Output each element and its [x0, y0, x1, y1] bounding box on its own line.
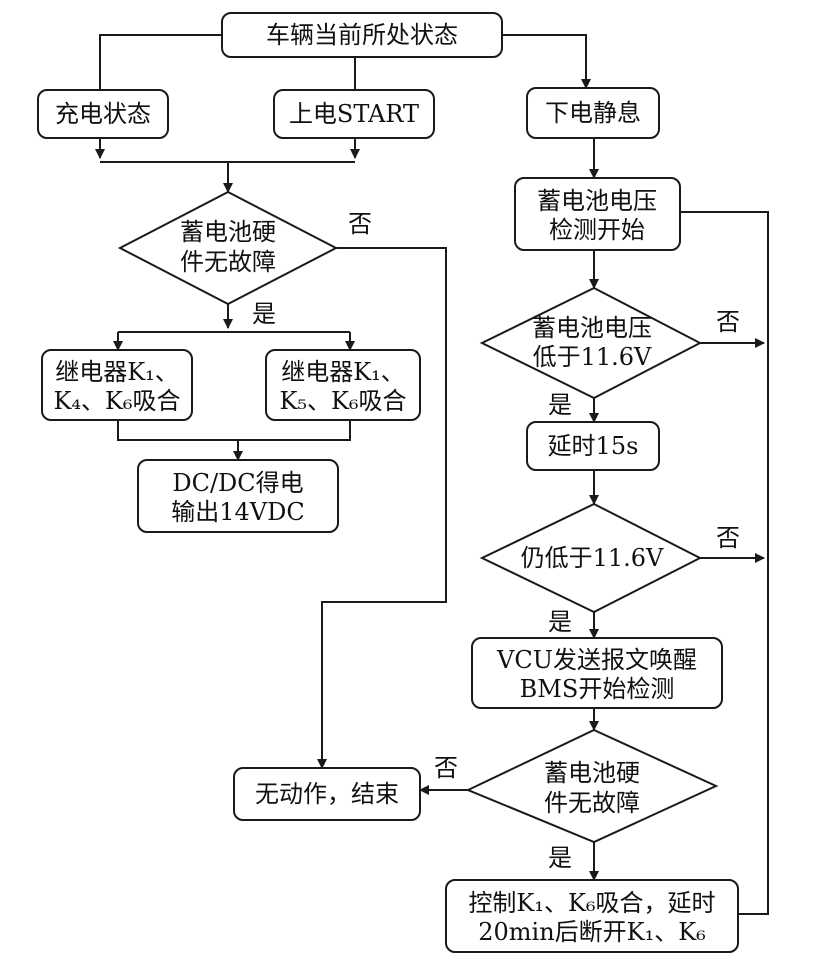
node-power-on: 上电START: [273, 89, 435, 139]
node-delay: 延时15s: [526, 421, 660, 471]
svg-text:K₄、K₆吸合: K₄、K₆吸合: [53, 387, 180, 415]
svg-text:检测开始: 检测开始: [549, 216, 645, 244]
node-relay-k1k4k6: 继电器K₁、 K₄、K₆吸合: [41, 349, 193, 421]
svg-text:件无故障: 件无故障: [180, 248, 276, 276]
node-hw-check-right: 蓄电池硬 件无故障: [465, 728, 719, 844]
svg-text:控制K₁、K₆吸合，延时: 控制K₁、K₆吸合，延时: [468, 889, 715, 917]
svg-text:蓄电池电压: 蓄电池电压: [537, 187, 657, 215]
svg-text:充电状态: 充电状态: [55, 100, 151, 128]
node-still-low: 仍低于11.6V: [479, 502, 703, 614]
node-voltage-low: 蓄电池电压 低于11.6V: [479, 286, 703, 400]
svg-text:低于11.6V: 低于11.6V: [533, 343, 652, 371]
label-no-left: 否: [348, 210, 372, 238]
svg-text:件无故障: 件无故障: [544, 789, 640, 817]
svg-text:仍低于11.6V: 仍低于11.6V: [521, 544, 664, 572]
svg-text:输出14VDC: 输出14VDC: [171, 498, 304, 526]
label-yes-left: 是: [252, 300, 276, 328]
svg-text:继电器K₁、: 继电器K₁、: [281, 358, 405, 386]
node-dcdc-output: DC/DC得电 输出14VDC: [137, 459, 339, 533]
node-control: 控制K₁、K₆吸合，延时 20min后断开K₁、K₆: [445, 879, 739, 953]
svg-text:上电START: 上电START: [289, 100, 419, 128]
svg-text:BMS开始检测: BMS开始检测: [520, 675, 675, 703]
node-power-off: 下电静息: [526, 87, 660, 139]
node-charging: 充电状态: [37, 89, 169, 139]
node-start: 车辆当前所处状态: [221, 12, 503, 58]
node-no-action: 无动作，结束: [233, 767, 421, 821]
svg-text:VCU发送报文唤醒: VCU发送报文唤醒: [496, 646, 697, 674]
svg-text:继电器K₁、: 继电器K₁、: [55, 358, 179, 386]
label-yes-voltage: 是: [548, 391, 572, 419]
node-vcu-wake: VCU发送报文唤醒 BMS开始检测: [471, 637, 723, 709]
label-no-hw-right: 否: [434, 754, 458, 782]
svg-text:下电静息: 下电静息: [545, 99, 641, 127]
label-no-still-low: 否: [716, 524, 740, 552]
svg-text:无动作，结束: 无动作，结束: [255, 780, 399, 808]
label-yes-hw-right: 是: [548, 844, 572, 872]
svg-text:20min后断开K₁、K₆: 20min后断开K₁、K₆: [478, 918, 706, 946]
node-hw-check-left: 蓄电池硬 件无故障: [117, 190, 339, 306]
node-relay-k1k5k6: 继电器K₁、 K₅、K₆吸合: [265, 349, 421, 421]
connectors: [95, 34, 769, 915]
svg-text:K₅、K₆吸合: K₅、K₆吸合: [279, 387, 406, 415]
svg-text:延时15s: 延时15s: [548, 432, 639, 460]
label-no-voltage: 否: [716, 308, 740, 336]
svg-text:蓄电池硬: 蓄电池硬: [180, 218, 276, 246]
label-yes-still-low: 是: [548, 608, 572, 636]
svg-text:蓄电池电压: 蓄电池电压: [532, 314, 652, 342]
svg-text:蓄电池硬: 蓄电池硬: [544, 759, 640, 787]
node-voltage-start: 蓄电池电压 检测开始: [514, 177, 681, 251]
svg-text:DC/DC得电: DC/DC得电: [172, 469, 303, 497]
svg-text:车辆当前所处状态: 车辆当前所处状态: [266, 21, 458, 49]
